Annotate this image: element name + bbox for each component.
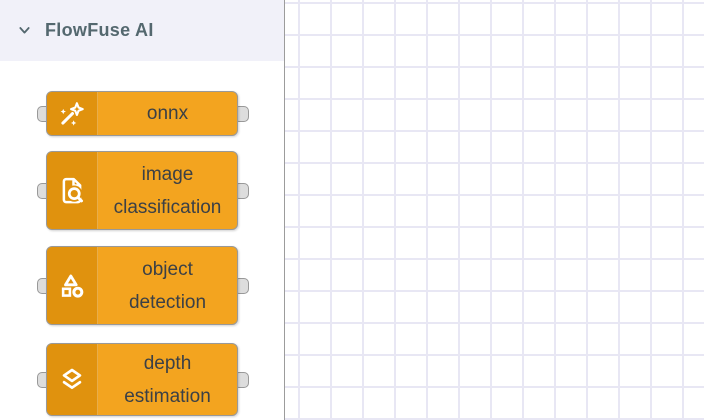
node-icon-region: [47, 344, 98, 415]
palette-node-onnx[interactable]: onnx: [37, 91, 249, 136]
file-search-icon: [62, 177, 83, 203]
magic-wand-icon: [60, 101, 84, 126]
palette-node-object-detection[interactable]: object detection: [37, 246, 249, 325]
palette-node-depth-estimation[interactable]: depth estimation: [37, 343, 249, 416]
chevron-down-icon[interactable]: [17, 23, 32, 38]
node-body: object detection: [46, 246, 238, 325]
shapes-icon: [61, 274, 84, 298]
node-body: image classification: [46, 151, 238, 230]
node-icon-region: [47, 247, 98, 324]
node-label: depth estimation: [124, 352, 211, 407]
node-icon-region: [47, 92, 98, 135]
flow-canvas[interactable]: [285, 0, 704, 420]
palette-category-flowfuse-ai[interactable]: FlowFuse AI: [0, 0, 284, 61]
node-body: onnx: [46, 91, 238, 136]
layers-icon: [62, 368, 82, 389]
node-body: depth estimation: [46, 343, 238, 416]
palette-category-label: FlowFuse AI: [45, 20, 154, 40]
node-palette: FlowFuse AI onnx: [0, 0, 285, 420]
node-icon-region: [47, 152, 98, 229]
node-label: onnx: [146, 103, 189, 124]
node-label: image classification: [113, 163, 222, 218]
palette-node-image-classification[interactable]: image classification: [37, 151, 249, 230]
node-label: object detection: [128, 258, 207, 313]
